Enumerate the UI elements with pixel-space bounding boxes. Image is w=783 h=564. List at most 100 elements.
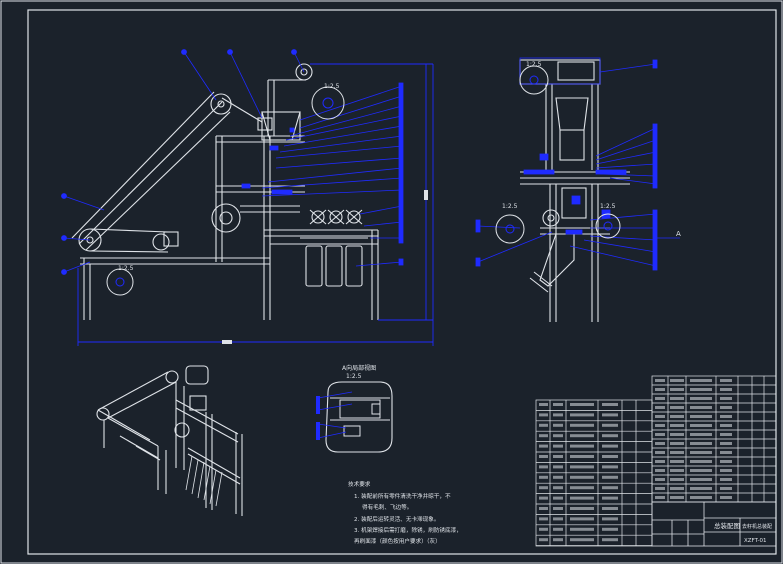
notes-line-1: 1. 装配前所有零件清洗干净并晾干，不 <box>354 492 451 500</box>
parts-list-cell-mark <box>570 455 594 458</box>
parts-list-cell-mark <box>690 388 712 391</box>
parts-list-cell-mark <box>602 465 618 469</box>
parts-list-cell-mark <box>553 486 563 490</box>
parts-list-cell-mark <box>539 465 548 469</box>
parts-list-cell-mark <box>553 455 563 458</box>
parts-list-cell-mark <box>670 487 684 490</box>
parts-list-cell-mark <box>655 424 665 427</box>
parts-list-cell-mark <box>539 496 548 500</box>
section-view-title: A向局部视图 <box>342 364 376 372</box>
parts-list-cell-mark <box>553 465 563 469</box>
view-direction-marker: A <box>676 230 681 238</box>
parts-list-cell-mark <box>655 496 665 499</box>
parts-list-cell-mark <box>602 507 618 510</box>
main-drive-wheel <box>211 203 241 233</box>
parts-list-cell-mark <box>602 423 618 427</box>
parts-list-cell-mark <box>655 460 665 463</box>
parts-list-cell-mark <box>720 469 732 472</box>
inner-border <box>27 9 777 555</box>
parts-list-cell-mark <box>720 487 732 490</box>
parts-list-cell-mark <box>670 424 684 427</box>
detail-label-upper: 1:2.5 <box>324 83 340 90</box>
parts-list-cell-mark <box>670 388 684 391</box>
parts-list-cell-mark <box>539 444 548 448</box>
parts-list-cell-mark <box>655 415 665 418</box>
technical-notes: 技术要求 1. 装配前所有零件清洗干净并晾干，不 得有毛刺、飞边等。 2. 装配… <box>348 480 462 545</box>
parts-list-cell-mark <box>602 444 618 448</box>
parts-list-cell-mark <box>553 527 563 531</box>
parts-list-cell-mark <box>690 487 712 490</box>
detail-circle-upper <box>311 86 345 120</box>
product-name: 去籽机总装配 <box>742 523 772 530</box>
parts-list-cell-mark <box>570 486 594 490</box>
parts-list-cell-mark <box>539 517 548 521</box>
parts-list-cell-mark <box>539 455 548 458</box>
front-detail-top-label: 1:2.5 <box>526 61 542 68</box>
side-view-dimensions <box>77 63 434 346</box>
parts-list-cell-mark <box>539 423 548 427</box>
parts-list-cell-mark <box>570 507 594 510</box>
parts-list-cell-mark <box>570 527 594 531</box>
parts-list-cell-mark <box>670 433 684 436</box>
parts-list-cell-mark <box>602 486 618 490</box>
parts-list-cell-mark <box>720 442 732 445</box>
parts-list-cell-mark <box>670 397 684 400</box>
front-detail-left-label: 1:2.5 <box>502 203 518 210</box>
parts-list-cell-mark <box>670 442 684 445</box>
parts-list-cell-mark <box>690 496 712 499</box>
drawing-number: XZFT-01 <box>744 538 766 544</box>
parts-list-cell-mark <box>602 517 618 521</box>
parts-list-cell-mark <box>553 496 563 500</box>
parts-list-cell-mark <box>570 496 594 500</box>
parts-list-cell-mark <box>670 406 684 409</box>
iso-motor <box>185 365 209 385</box>
notes-line-2: 得有毛刺、飞边等。 <box>362 503 412 511</box>
parts-list-cell-mark <box>720 496 732 499</box>
parts-list-cell-mark <box>720 415 732 418</box>
front-detail-left <box>495 214 525 244</box>
parts-list-cell-mark <box>720 406 732 409</box>
parts-list-cell-mark <box>655 379 665 382</box>
parts-list-cell-mark <box>720 460 732 463</box>
parts-list-cell-mark <box>553 538 563 542</box>
notes-heading: 技术要求 <box>348 480 371 488</box>
detail-circle-lower <box>106 268 134 296</box>
parts-list-cell-mark <box>720 379 732 382</box>
parts-list-cell-mark <box>553 434 563 438</box>
parts-list-cell-mark <box>553 413 563 417</box>
side-view <box>71 63 379 320</box>
parts-list-cell-mark <box>655 397 665 400</box>
parts-list-cell-mark <box>570 423 594 427</box>
parts-list-cell-mark <box>570 465 594 469</box>
section-view-scale: 1:2.5 <box>346 373 362 380</box>
parts-list-cell-mark <box>539 486 548 490</box>
front-view-annotations <box>475 57 680 271</box>
parts-list-cell-mark <box>670 451 684 454</box>
parts-list-cell-mark <box>690 469 712 472</box>
parts-list-cell-mark <box>690 397 712 400</box>
parts-list-cell-mark <box>553 507 563 510</box>
parts-list-cell-mark <box>670 496 684 499</box>
parts-list-cell-mark <box>720 433 732 436</box>
side-view-details: 1:2.5 1:2.5 <box>106 83 345 296</box>
iso-brushes <box>185 455 223 507</box>
parts-list-cell-mark <box>690 451 712 454</box>
parts-list-cell-mark <box>720 478 732 481</box>
parts-list-cell-mark <box>670 415 684 418</box>
collection-bin-1 <box>305 245 323 287</box>
front-view-details: 1:2.5 1:2.5 1:2.5 A <box>495 61 681 244</box>
parts-list-cell-mark <box>690 460 712 463</box>
collection-bin-3 <box>345 245 363 287</box>
parts-list-cell-mark <box>570 444 594 448</box>
parts-list-cell-mark <box>553 423 563 427</box>
parts-list-cell-mark <box>670 478 684 481</box>
parts-list-cell-mark <box>570 403 594 406</box>
title-block <box>651 501 777 547</box>
parts-list-cell-mark <box>570 413 594 417</box>
section-view-a: A向局部视图 1:2.5 <box>316 364 393 453</box>
parts-list-cell-mark <box>670 469 684 472</box>
parts-list-cell-mark <box>602 527 618 531</box>
isometric-view <box>96 365 243 516</box>
parts-list-cell-mark <box>690 442 712 445</box>
parts-list-cell-mark <box>602 434 618 438</box>
